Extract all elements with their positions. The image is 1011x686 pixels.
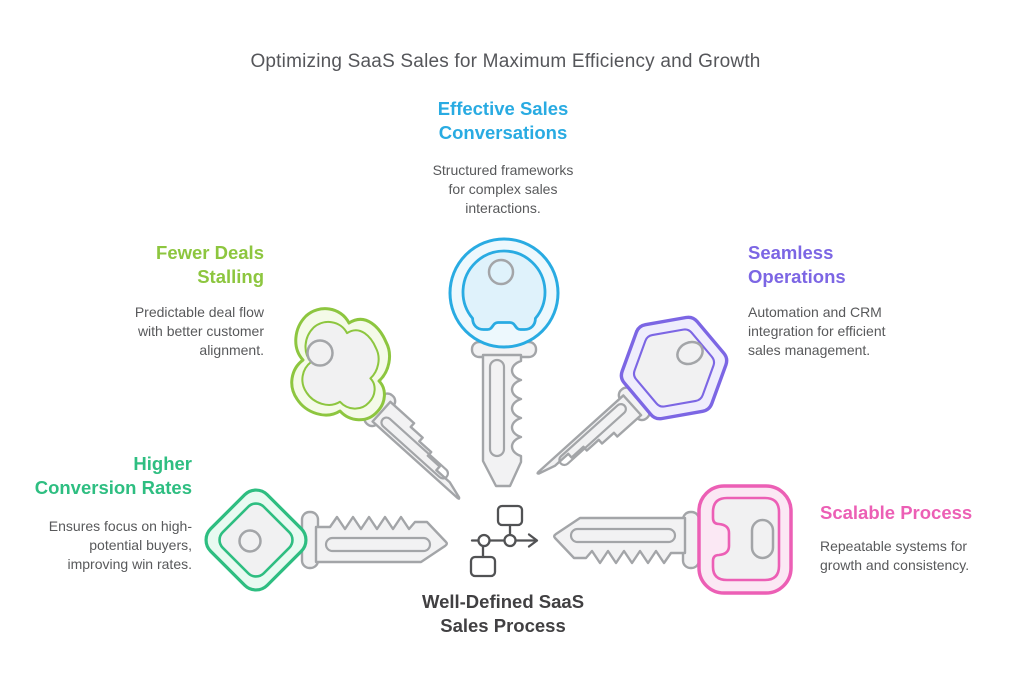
key-bow-inner — [218, 502, 294, 578]
benefit-description: Predictable deal flow with better custom… — [134, 304, 264, 358]
key-hole — [750, 518, 775, 560]
benefit-description: Structured frameworks for complex sales … — [432, 162, 574, 216]
key-blade-groove — [558, 403, 627, 467]
key-bow-inner — [461, 249, 547, 331]
page-title: Optimizing SaaS Sales for Maximum Effici… — [250, 51, 761, 72]
key-hole — [676, 340, 704, 366]
key-blade-groove — [569, 527, 677, 544]
key-blade-groove — [324, 536, 432, 553]
center-process-label: Well-Defined SaaS Sales Process — [421, 591, 585, 636]
benefit-heading: Fewer Deals Stalling — [156, 242, 264, 287]
benefit-heading: Effective Sales Conversations — [437, 98, 569, 143]
benefit-seamless-operations: Seamless Operations Automation and CRM i… — [748, 241, 958, 360]
benefit-higher-conversion-rates: Higher Conversion Rates Ensures focus on… — [7, 452, 192, 574]
key-blade — [481, 353, 523, 488]
flowchart-top-box — [496, 504, 524, 527]
benefit-heading: Scalable Process — [820, 502, 973, 523]
key-blade-groove — [380, 416, 450, 480]
benefit-effective-sales-conversations: Effective Sales Conversations Structured… — [353, 97, 653, 218]
key-icon-scalable-process — [553, 484, 793, 595]
key-hole — [306, 339, 334, 367]
key-hole — [487, 258, 515, 286]
benefit-heading: Higher Conversion Rates — [34, 453, 192, 498]
benefit-description: Automation and CRM integration for effic… — [748, 304, 886, 358]
key-icon-fewer-deals-stalling — [290, 307, 461, 500]
key-icon-effective-sales-conversations — [448, 237, 560, 488]
benefit-description: Repeatable systems for growth and consis… — [820, 538, 970, 573]
key-icon-higher-conversion-rates — [204, 488, 448, 592]
key-icon-seamless-operations — [536, 315, 729, 475]
flowchart-node — [477, 533, 491, 548]
key-bow-inner — [711, 496, 781, 582]
benefit-heading: Seamless Operations — [748, 242, 846, 287]
key-bow-inner — [301, 320, 380, 410]
flowchart-bottom-box — [469, 555, 497, 578]
flowchart-process-icon — [469, 504, 539, 578]
key-blade-groove — [488, 358, 506, 458]
flowchart-arrow-head — [527, 533, 539, 548]
benefit-scalable-process: Scalable Process Repeatable systems for … — [820, 501, 1010, 575]
key-bow-inner — [632, 328, 716, 408]
flowchart-node — [503, 533, 517, 548]
benefit-description: Ensures focus on high- potential buyers,… — [48, 518, 192, 572]
benefit-fewer-deals-stalling: Fewer Deals Stalling Predictable deal fl… — [24, 241, 264, 360]
key-hole — [238, 529, 262, 553]
